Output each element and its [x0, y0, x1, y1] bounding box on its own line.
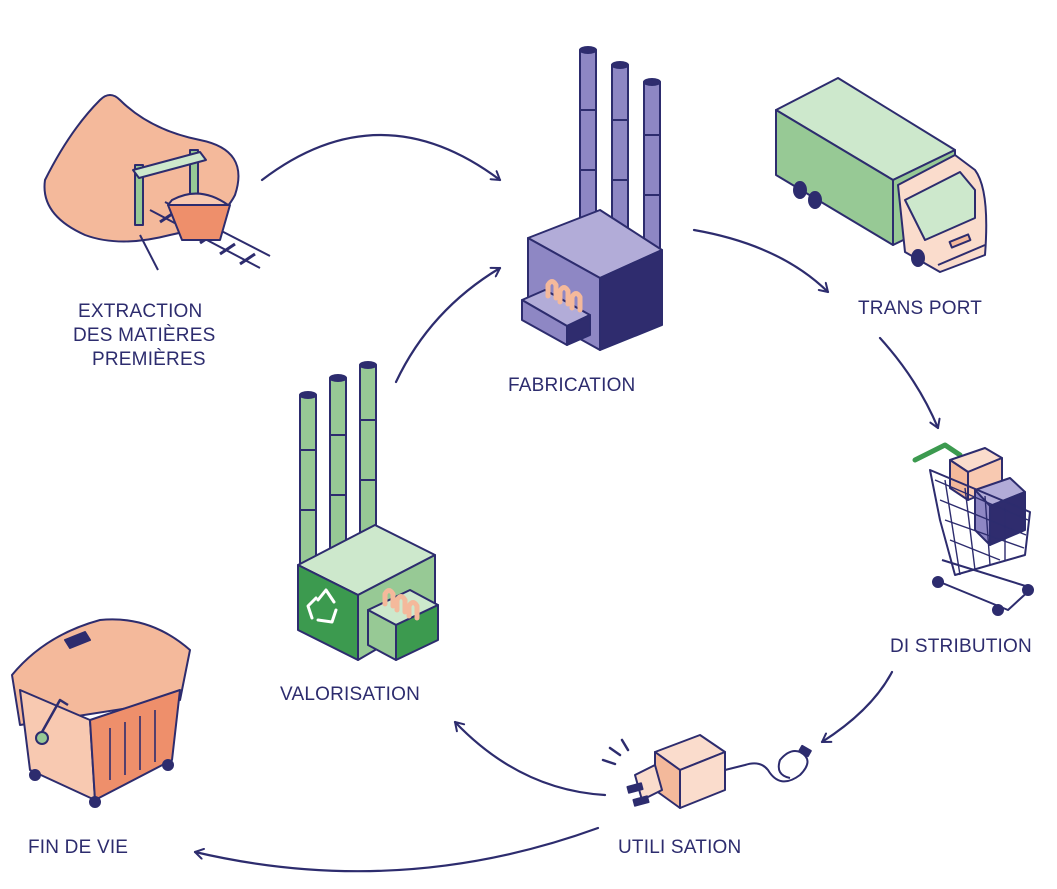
arrow-transport-to-distribution	[878, 336, 941, 430]
recycle-symbol-icon	[306, 588, 338, 624]
charger-plug-icon	[601, 734, 812, 809]
shopping-cart-icon	[912, 442, 1034, 616]
extraction-line-2: DES MATIÈRES	[73, 325, 216, 346]
arrow-extraction-to-fabrication	[260, 134, 502, 182]
arrow-utilisation-to-valorisation	[453, 720, 607, 797]
fabrication-label: FABRICATION	[508, 375, 636, 396]
arrow-utilisation-to-fin-de-vie	[193, 826, 600, 873]
extraction-label: EXTRACTION DES MATIÈRES PREMIÈRES	[73, 300, 215, 372]
fin-de-vie-label: FIN DE VIE	[28, 837, 129, 858]
arrow-distribution-to-utilisation	[820, 670, 894, 744]
factory-icon	[521, 46, 663, 351]
extraction-line-3: PREMIÈRES	[92, 349, 206, 370]
valorisation-label: VALORISATION	[280, 684, 421, 705]
arrow-valorisation-to-fabrication	[394, 266, 502, 384]
mine-cart-icon	[43, 94, 271, 271]
dumpster-icon	[11, 618, 191, 808]
extraction-line-1: EXTRACTION	[78, 301, 203, 322]
recycling-factory-icon	[297, 361, 439, 661]
arrow-fabrication-to-transport	[692, 228, 830, 294]
utilisation-label: UTILI SATION	[618, 837, 742, 858]
spark-icon	[601, 738, 630, 766]
transport-label: TRANS PORT	[858, 298, 983, 319]
distribution-label: DI STRIBUTION	[890, 636, 1032, 657]
truck-icon	[775, 77, 988, 273]
